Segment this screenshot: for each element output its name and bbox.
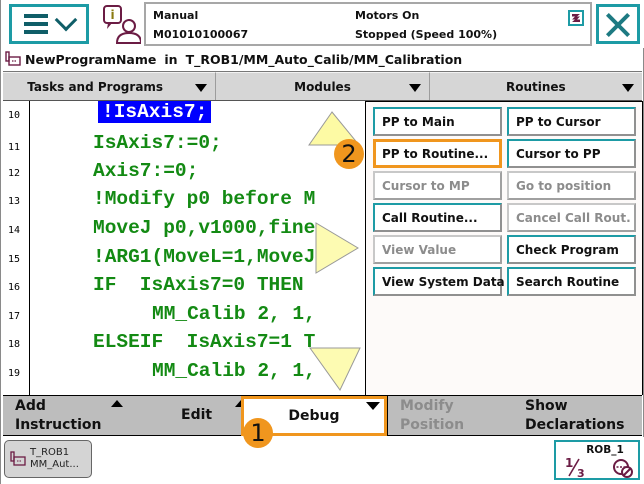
annotation-arrow-right-icon: [315, 222, 359, 274]
increment-icon: 1 3: [565, 456, 585, 478]
code-line[interactable]: MM_Calib 2, 1,: [152, 360, 316, 382]
search-routine-button[interactable]: Search Routine: [507, 267, 636, 296]
callout-1: 1: [243, 418, 273, 448]
check-program-button[interactable]: Check Program: [507, 235, 636, 264]
quickset-status-icon[interactable]: [568, 10, 584, 26]
title-in: in: [164, 51, 178, 67]
quickset-mechanical-unit-button[interactable]: ROB_1 1 3: [554, 440, 640, 480]
code-line-selected[interactable]: !IsAxis7;: [98, 101, 212, 123]
program-name: NewProgramName: [25, 51, 157, 67]
modify-position-label: Position: [400, 417, 465, 433]
program-editor-task-button[interactable]: T_ROB1 MM_Aut...: [4, 440, 92, 478]
code-line[interactable]: ELSEIF IsAxis7=1 T: [93, 331, 316, 353]
dropdown-arrow-icon: [621, 84, 634, 92]
main-menu-button[interactable]: [9, 4, 89, 44]
menu-up-arrow-icon: [111, 400, 123, 407]
tab-label: Tasks and Programs: [27, 79, 164, 94]
modify-position-button[interactable]: Modify Position: [400, 396, 510, 436]
pp-to-main-button[interactable]: PP to Main: [373, 107, 502, 136]
show-declarations-button[interactable]: Show Declarations: [525, 396, 640, 436]
code-line[interactable]: !ARG1(MoveL=1,MoveJ: [93, 246, 316, 268]
operating-mode: Manual: [153, 9, 199, 22]
svg-text:3: 3: [577, 467, 585, 478]
command-bar: Add Instruction Edit Debug Modify Positi…: [3, 395, 642, 436]
line-number: 15: [8, 254, 21, 265]
dropdown-arrow-icon: [408, 84, 421, 92]
edit-label: Edit: [181, 407, 213, 423]
modify-position-label: Modify: [400, 398, 454, 414]
pp-to-routine-button[interactable]: PP to Routine...: [373, 139, 502, 168]
tab-label: Routines: [505, 79, 566, 94]
editor-tabs: Tasks and Programs Modules Routines: [3, 71, 642, 100]
callout-2: 2: [334, 139, 364, 169]
cursor-to-pp-button[interactable]: Cursor to PP: [507, 139, 636, 168]
dropdown-arrow-icon: [195, 84, 208, 92]
program-title: NewProgramName in T_ROB1/MM_Auto_Calib/M…: [5, 49, 462, 69]
code-line[interactable]: IsAxis7:=0;: [93, 132, 222, 154]
line-number: 18: [8, 339, 21, 350]
line-number-gutter: 10 11 12 13 14 15 16 17 18 19: [3, 101, 30, 395]
code-line[interactable]: MM_Calib 2, 1,: [152, 303, 316, 325]
code-line[interactable]: Axis7:=0;: [93, 160, 199, 182]
edit-button[interactable]: Edit: [137, 396, 257, 436]
code-line[interactable]: MoveJ p0,v1000,fine: [93, 217, 316, 239]
program-icon: [10, 451, 26, 466]
pp-to-cursor-button[interactable]: PP to Cursor: [507, 107, 636, 136]
selected-code-text: !IsAxis7;: [98, 101, 212, 123]
module-path: T_ROB1/MM_Auto_Calib/MM_Calibration: [185, 51, 463, 67]
debug-menu: PP to Main PP to Cursor PP to Routine...…: [365, 101, 643, 395]
tab-label: Modules: [294, 79, 351, 94]
line-number: 14: [8, 225, 21, 236]
line-number: 11: [8, 142, 21, 153]
code-line[interactable]: IF IsAxis7=0 THEN: [93, 274, 304, 296]
program-state: Stopped (Speed 100%): [355, 28, 498, 41]
coordinate-system-icon: [613, 459, 633, 478]
motor-state: Motors On: [355, 9, 420, 22]
go-to-position-button[interactable]: Go to position: [507, 171, 636, 200]
controller-serial: M01010100067: [153, 28, 249, 41]
line-number: 12: [8, 168, 21, 179]
show-declarations-label: Declarations: [525, 417, 625, 433]
chevron-down-icon: [54, 8, 78, 32]
task-name: T_ROB1: [30, 447, 70, 458]
line-number: 10: [8, 110, 21, 121]
menu-down-arrow-icon: [366, 402, 380, 410]
show-declarations-label: Show: [525, 398, 568, 414]
view-value-button[interactable]: View Value: [373, 235, 502, 264]
add-instruction-label: Instruction: [15, 417, 102, 433]
view-system-data-button[interactable]: View System Data: [373, 267, 505, 296]
add-instruction-label: Add: [15, 398, 46, 414]
code-line[interactable]: !Modify p0 before M: [93, 188, 316, 210]
tab-tasks-and-programs[interactable]: Tasks and Programs: [3, 72, 217, 100]
module-name: MM_Aut...: [30, 459, 79, 470]
mechanical-unit-label: ROB_1: [586, 444, 624, 456]
call-routine-button[interactable]: Call Routine...: [373, 203, 502, 232]
tab-modules[interactable]: Modules: [216, 72, 430, 100]
annotation-arrow-up-icon: [308, 111, 361, 146]
taskbar: T_ROB1 MM_Aut... ROB_1 1 3: [1, 437, 644, 484]
top-bar: i Manual M01010100067 Motors On Stopped …: [1, 0, 644, 48]
line-number: 13: [8, 196, 21, 207]
tab-routines[interactable]: Routines: [429, 72, 642, 100]
close-button[interactable]: [596, 4, 640, 44]
program-icon: [5, 51, 21, 66]
svg-text:1: 1: [565, 456, 573, 470]
hamburger-icon: [24, 14, 48, 34]
add-instruction-button[interactable]: Add Instruction: [15, 396, 135, 436]
annotation-arrow-down-icon: [309, 347, 361, 391]
svg-text:i: i: [110, 8, 114, 22]
line-number: 19: [8, 368, 21, 379]
event-log-icon[interactable]: i: [101, 4, 141, 44]
debug-label: Debug: [288, 408, 340, 424]
status-panel[interactable]: Manual M01010100067 Motors On Stopped (S…: [144, 2, 592, 46]
line-number: 17: [8, 311, 21, 322]
cursor-to-mp-button[interactable]: Cursor to MP: [373, 171, 502, 200]
line-number: 16: [8, 282, 21, 293]
cancel-call-routine-button[interactable]: Cancel Call Rout.: [507, 203, 636, 232]
